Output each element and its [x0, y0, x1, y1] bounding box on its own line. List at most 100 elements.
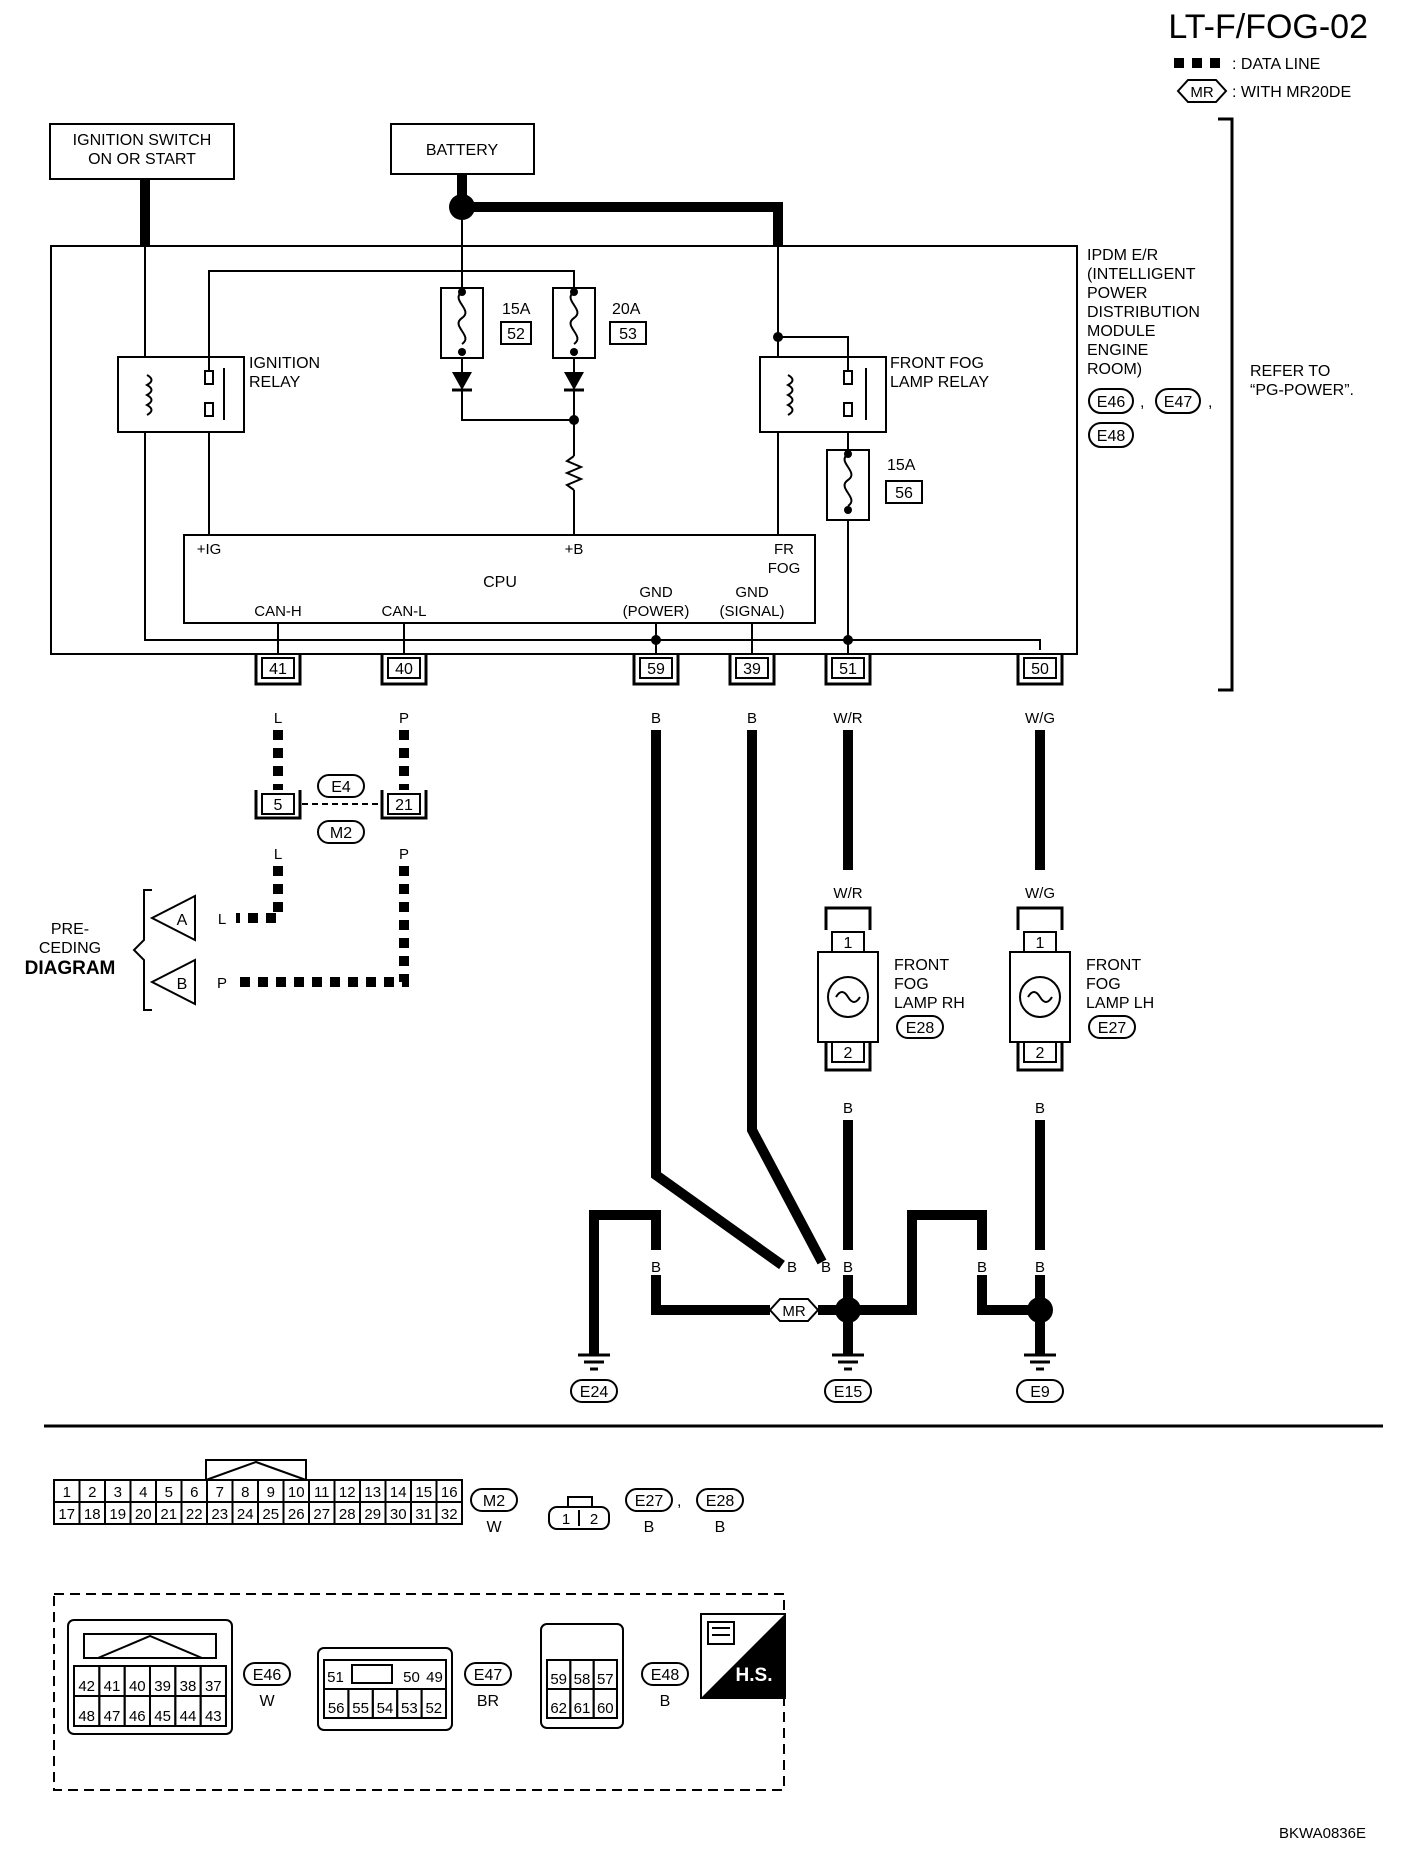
fuse-53-icon — [569, 291, 579, 345]
e46-latch-icon — [97, 1634, 203, 1659]
joint-pin-5-housing — [254, 790, 302, 820]
joint-conn-e4: E4 — [331, 779, 351, 796]
fuse-52-number-box — [500, 321, 532, 345]
e47-top-pin: 51 — [327, 1669, 344, 1686]
ipdm-line-4: DISTRIBUTION — [1087, 304, 1200, 321]
terminal-59-box — [639, 657, 673, 679]
m2-bottom-pin: 32 — [441, 1506, 458, 1523]
e27-e28-sep: , — [677, 1493, 681, 1510]
e46-name-badge — [243, 1662, 291, 1686]
mr-legend-text: : WITH MR20DE — [1232, 84, 1351, 101]
e47-top-pin: 50 — [403, 1669, 420, 1686]
ipdm-line-2: (INTELLIGENT — [1087, 266, 1196, 283]
fuse-53-number: 53 — [619, 326, 637, 343]
fuse-52-terminal-dot — [458, 288, 466, 296]
lh-ground-wire-color-lower: B — [1035, 1259, 1045, 1276]
terminal-39-label: 39 — [743, 661, 761, 678]
e48-bottom-pin: 61 — [574, 1700, 591, 1717]
e27-name: E27 — [635, 1493, 664, 1510]
lamp-lh-label-3: LAMP LH — [1086, 995, 1154, 1012]
preceding-line-3: DIAGRAM — [25, 958, 116, 979]
e27-e28-pin-1: 1 — [562, 1511, 570, 1528]
e24-ground-loop-wire — [589, 1210, 661, 1355]
joint-conn-m2: M2 — [330, 825, 352, 842]
e46-top-pin: 41 — [104, 1678, 121, 1695]
ignition-relay-label-2: RELAY — [249, 374, 301, 391]
cpu-frfog-pin-1: FR — [774, 541, 794, 558]
terminal-41-box — [261, 657, 295, 679]
e46-top-pin: 40 — [129, 1678, 146, 1695]
fog-relay-label-1: FRONT FOG — [890, 355, 984, 372]
e48-top-pin: 59 — [550, 1671, 567, 1688]
fuse-52-icon — [457, 291, 467, 345]
e47-name: E47 — [474, 1667, 503, 1684]
rh-feed-wire-color: W/R — [833, 710, 862, 727]
cpu-box — [183, 534, 816, 624]
e47-name-badge — [464, 1662, 512, 1686]
joint-pin-21: 21 — [395, 797, 413, 814]
data-line-legend-text: : DATA LINE — [1232, 56, 1320, 73]
diode-join-dot — [569, 415, 579, 425]
fuse-56-terminal-dot — [844, 450, 852, 458]
e28-color: B — [715, 1519, 726, 1536]
m2-color: W — [486, 1519, 502, 1536]
ignition-relay-coil-icon — [144, 374, 153, 416]
ipdm-label: IPDM E/R (INTELLIGENT POWER DISTRIBUTION… — [1087, 247, 1200, 378]
hs-connector-icon — [707, 1621, 735, 1645]
terminal-51-label: 51 — [839, 661, 857, 678]
lh-ground-wire-color: B — [1035, 1100, 1045, 1117]
e46-name: E46 — [253, 1667, 282, 1684]
harness-side-badge: H.S. — [700, 1613, 786, 1699]
ipdm-conn-e47-badge — [1155, 388, 1201, 414]
fuse-52-amp: 15A — [502, 301, 531, 318]
ignition-relay-label-1: IGNITION — [249, 355, 320, 372]
m2-bottom-pin: 28 — [339, 1506, 356, 1523]
m2-bottom-pin: 18 — [84, 1506, 101, 1523]
e47-bottom-pin: 56 — [328, 1700, 345, 1717]
joint-pin-21-housing — [380, 790, 428, 820]
lamp-rh-top-housing — [824, 906, 872, 930]
connector-view-e27-e28: 1 2 E27 , E28 B B — [548, 1488, 744, 1536]
m2-bottom-pin: 20 — [135, 1506, 152, 1523]
front-fog-lamp-rh: 1 2 FRONT FOG LAMP RH E28 — [817, 906, 965, 1072]
fog-relay-contact-icon-2 — [843, 402, 853, 417]
ground-e9-badge — [1016, 1379, 1064, 1403]
e47-color: BR — [477, 1693, 499, 1710]
m2-top-pin: 13 — [364, 1484, 381, 1501]
ipdm-conn-e46-badge — [1088, 388, 1134, 414]
cpu-gnd-power-1: GND — [639, 584, 673, 601]
e47-top-pin: 49 — [426, 1669, 443, 1686]
ground-e24-label: E24 — [580, 1384, 609, 1401]
e47-bottom-cell — [420, 1688, 448, 1719]
mr-badge-label: MR — [1190, 84, 1213, 101]
loop-wire-color: B — [651, 1259, 661, 1276]
e46-bottom-cell — [199, 1695, 227, 1727]
ground-e15-badge — [824, 1379, 872, 1403]
joint-conn-m2-badge — [317, 820, 365, 844]
ipdm-line-7: ROOM) — [1087, 361, 1142, 378]
cpu-label: CPU — [483, 574, 517, 591]
mr-legend: MR : WITH MR20DE — [1176, 79, 1351, 103]
ig-relay-battery-wire — [208, 270, 462, 371]
m2-name-badge — [470, 1488, 518, 1512]
e47-bottom-pin: 54 — [377, 1700, 394, 1717]
data-line-legend: : DATA LINE — [1174, 56, 1320, 73]
preceding-line-1: PRE- — [51, 921, 89, 938]
ipdm-conn-e47: E47 — [1164, 394, 1193, 411]
lamp-rh-filament-icon — [835, 991, 861, 1003]
lamp-rh-pin2-box — [831, 1041, 865, 1063]
e48-name-badge — [641, 1662, 689, 1686]
lamp-lh-pin2: 2 — [1036, 1045, 1045, 1062]
ipdm-line-6: ENGINE — [1087, 342, 1148, 359]
lamp-rh-bottom-housing — [824, 1042, 872, 1072]
m2-bottom-pin: 19 — [109, 1506, 126, 1523]
fuse-52-terminal-dot-2 — [458, 348, 466, 356]
cpu-ig-pin: +IG — [197, 541, 222, 558]
mr-badge-icon — [1176, 79, 1228, 103]
m2-top-pin: 12 — [339, 1484, 356, 1501]
